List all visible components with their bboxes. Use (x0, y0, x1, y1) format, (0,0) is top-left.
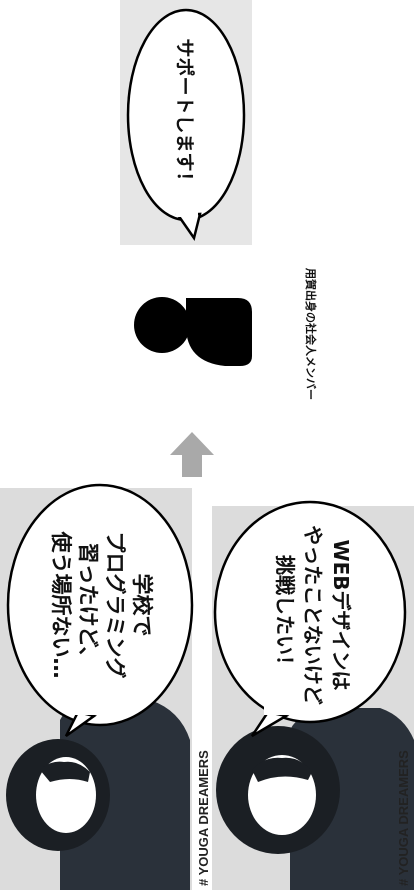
right-bubble-text: WEBデザインは やったことないけど 挑戦したい！ (265, 500, 355, 730)
hashtag-right: # YOUGA DREAMERS (396, 750, 411, 886)
right-bubble-line: やったことないけど (301, 525, 325, 705)
right-bubble-line: 挑戦したい！ (273, 555, 297, 675)
right-bubble-line: WEBデザインは (329, 539, 353, 691)
